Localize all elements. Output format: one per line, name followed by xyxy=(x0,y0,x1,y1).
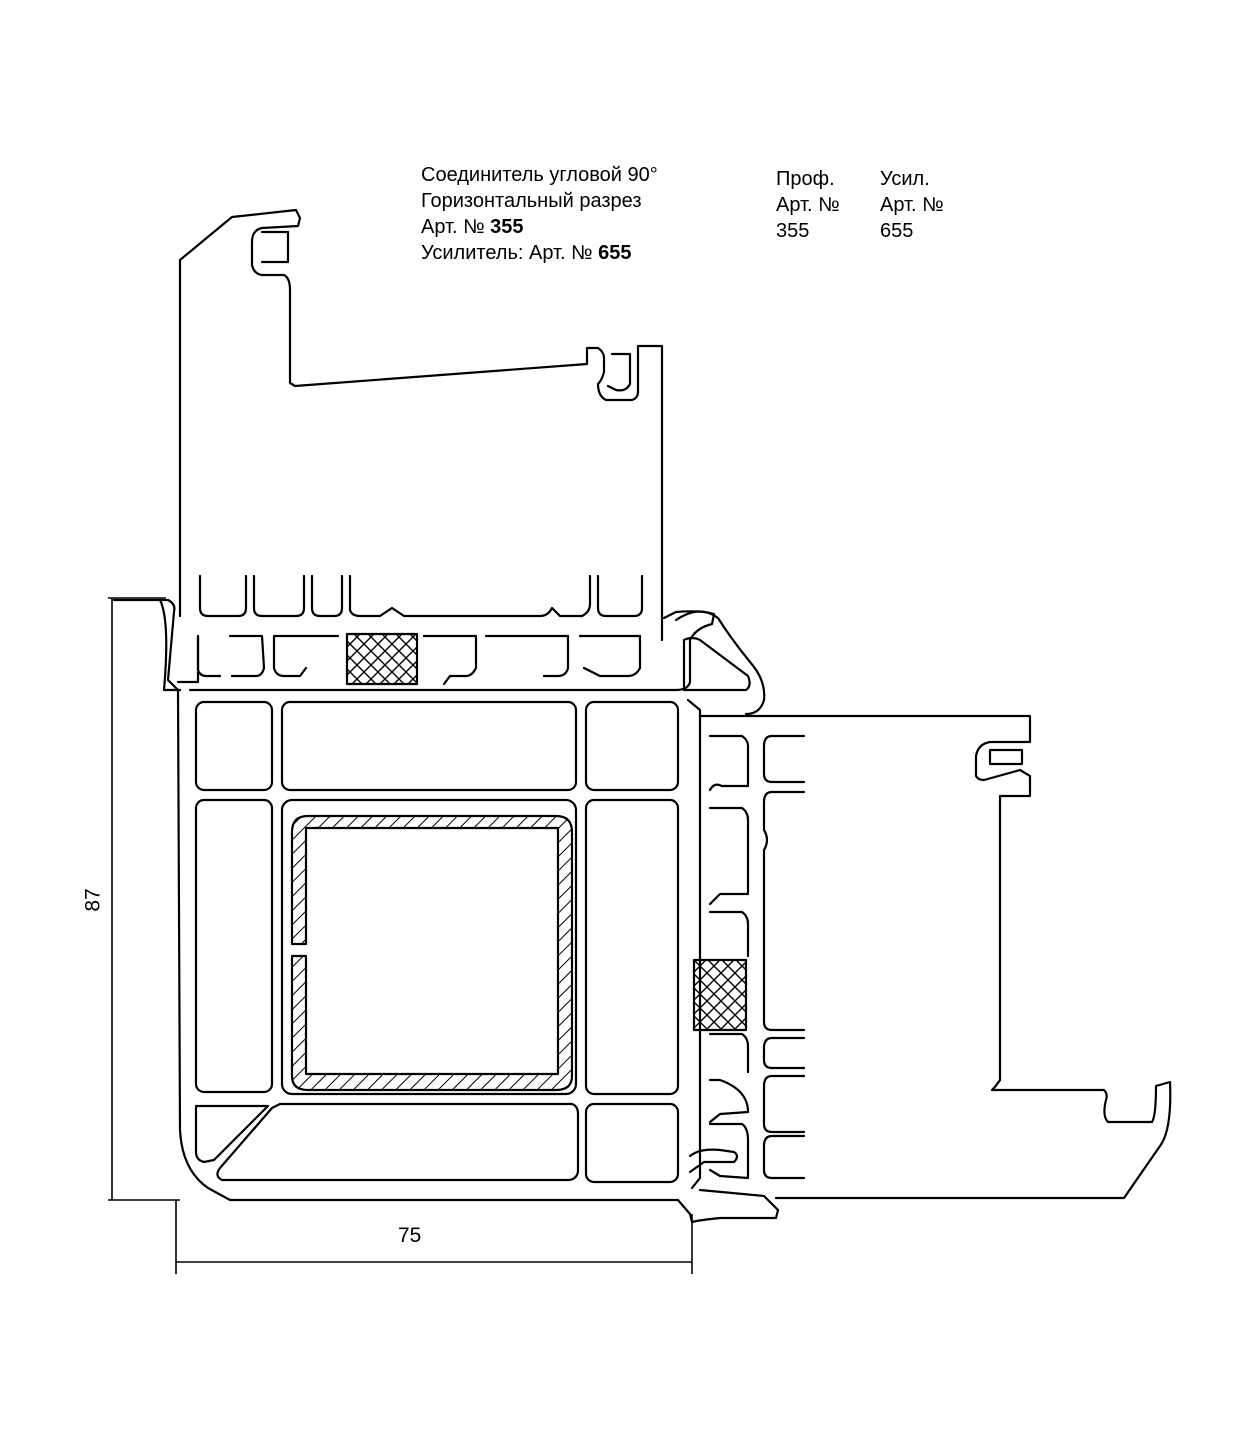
top-profile-hook xyxy=(606,352,632,392)
caption-article-value: 355 xyxy=(490,216,524,238)
profile-art-value: 355 xyxy=(776,220,810,242)
frame-top-flange xyxy=(176,610,716,692)
top-profile-inner-slot xyxy=(260,230,290,264)
right-gasket-crosshatch xyxy=(692,958,748,1032)
frame-chamber-bottom-middle xyxy=(216,1102,580,1182)
caption-title: Соединитель угловой 90° xyxy=(421,164,658,186)
reinforcement-header: Усил. xyxy=(880,168,930,190)
caption-reinforcement: Усилитель: Арт. № 655 xyxy=(421,240,658,266)
frame-right-lug xyxy=(674,610,766,716)
frame-chamber-right xyxy=(584,798,680,1096)
caption-reinforcement-value: 655 xyxy=(598,242,632,264)
frame-outer-contour xyxy=(112,598,780,1224)
top-gasket-row xyxy=(196,634,340,678)
frame-chamber-top-right xyxy=(584,700,680,792)
top-gasket-row-right xyxy=(422,634,642,686)
right-gasket-column xyxy=(708,734,750,958)
right-gasket-column-low xyxy=(708,1032,750,1180)
profile-header: Проф. xyxy=(776,168,835,190)
frame-chamber-left xyxy=(194,798,274,1094)
width-dimension-label: 75 xyxy=(398,1224,422,1247)
reinforcement-chamber xyxy=(280,798,578,1096)
right-clip-connector xyxy=(688,1148,739,1174)
right-profile-chamber-4 xyxy=(762,1074,806,1134)
reinforcement-art-value: 655 xyxy=(880,220,914,242)
height-dimension-label: 87 xyxy=(81,888,105,912)
frame-right-wall xyxy=(686,698,702,1190)
frame-chamber-bottom-right xyxy=(584,1102,680,1184)
top-profile-chamber-5 xyxy=(596,574,644,618)
frame-chamber-top-left xyxy=(194,700,274,792)
frame-outer-contour-top xyxy=(158,598,182,692)
right-profile-chamber-1 xyxy=(762,734,806,784)
top-gasket-crosshatch xyxy=(345,632,419,686)
top-profile-chamber-1 xyxy=(198,574,248,618)
right-profile-chamber-3 xyxy=(762,1036,806,1070)
frame-chamber-top-middle xyxy=(280,700,578,792)
profile-column: Проф. Арт. № 355 xyxy=(776,166,840,244)
drawing-caption: Соединитель угловой 90° Горизонтальный р… xyxy=(421,162,658,266)
right-profile-outline xyxy=(698,714,1172,1200)
top-profile-chamber-3 xyxy=(310,574,344,618)
reinforcement-art-label: Арт. № xyxy=(880,194,944,216)
reinforcement-steel xyxy=(290,814,574,1092)
top-profile-outline xyxy=(178,208,664,642)
top-profile-chamber-4 xyxy=(348,574,592,618)
frame-right-lug-inner xyxy=(682,636,751,692)
profile-art-label: Арт. № xyxy=(776,194,840,216)
top-profile-chamber-2 xyxy=(252,574,306,618)
reinforcement-column: Усил. Арт. № 655 xyxy=(880,166,944,244)
caption-section: Горизонтальный разрез xyxy=(421,190,642,212)
right-profile-chamber-5 xyxy=(762,1134,806,1180)
caption-article-label: Арт. № xyxy=(421,216,491,238)
caption-article: Арт. № 355 xyxy=(421,214,658,240)
right-profile-chamber-2 xyxy=(762,790,806,1032)
frame-chamber-bottom-left xyxy=(194,1104,270,1164)
right-profile-hook xyxy=(988,748,1024,766)
caption-reinforcement-label: Усилитель: Арт. № xyxy=(421,242,599,264)
